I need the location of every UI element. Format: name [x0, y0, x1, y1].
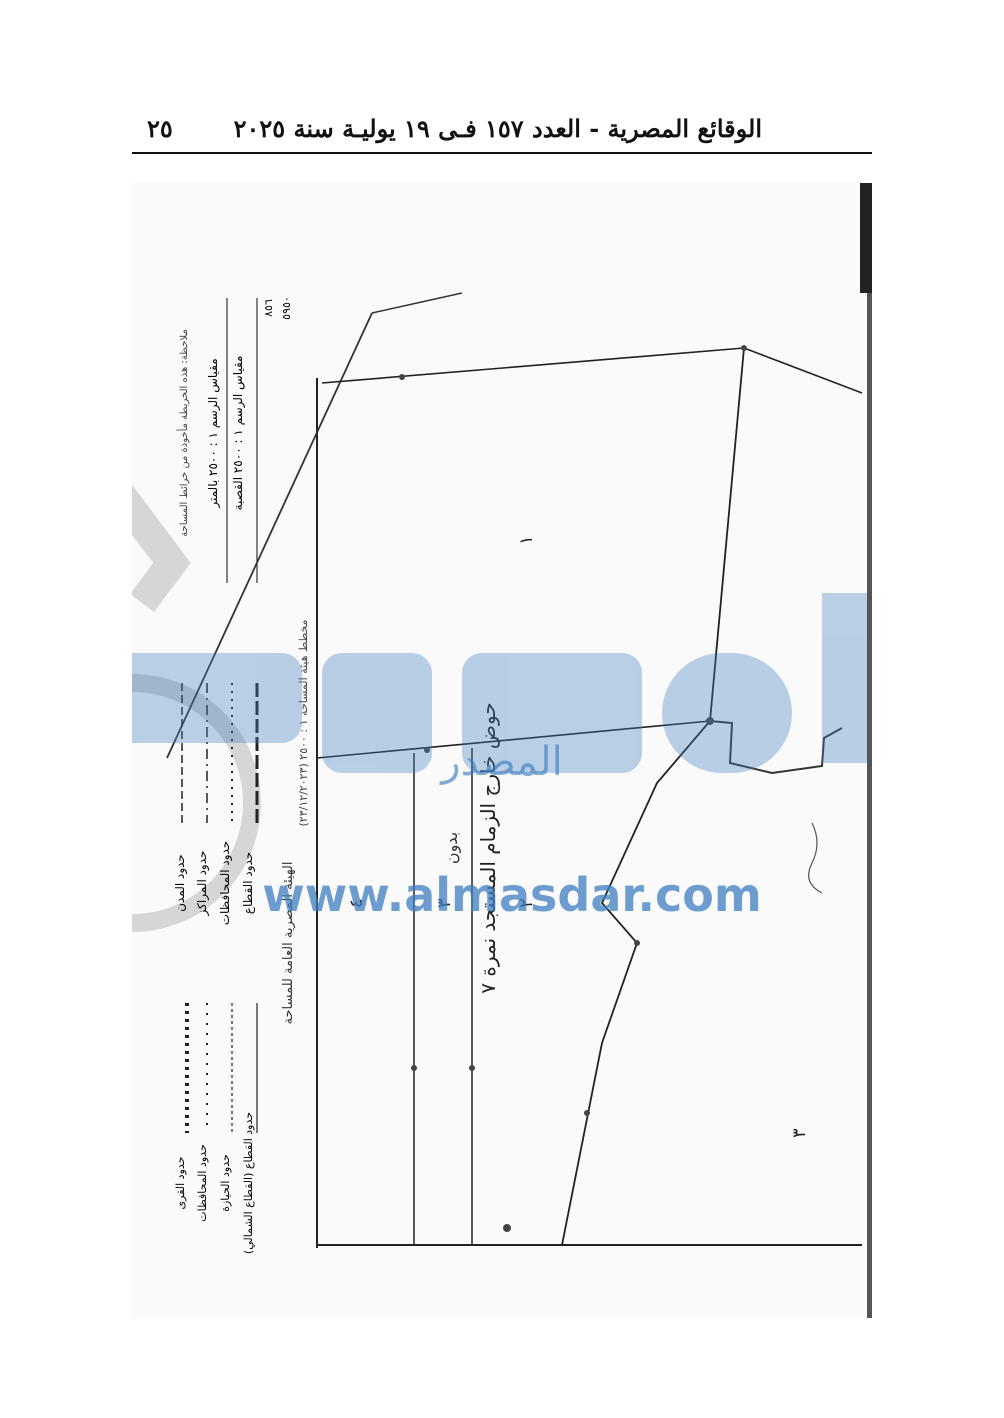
legend-title: الهيئة المصرية العامة للمساحة — [281, 862, 296, 1025]
header-title: الوقائع المصرية - العدد ١٥٧ فـى ١٩ يوليـ… — [233, 114, 762, 143]
top-boundary — [321, 347, 745, 384]
legend-right-2: حدود الحيازة — [219, 1154, 232, 1212]
legend-left-3: حدود المراكز — [195, 851, 210, 917]
handwritten-mark — [808, 822, 823, 894]
scan-edge — [860, 183, 872, 293]
area-label: بدون — [442, 832, 462, 864]
scan-edge-lower — [867, 293, 872, 1318]
page-header: الوقائع المصرية - العدد ١٥٧ فـى ١٩ يوليـ… — [132, 112, 872, 154]
map-note: ملاحظة: هذه الخريطة مأخوذة من خرائط المس… — [176, 329, 190, 537]
lower-boundary — [561, 720, 711, 1246]
diagonal-line — [166, 312, 373, 759]
legend-lines — [181, 298, 259, 1133]
legend-left-4: حدود المدن — [173, 854, 188, 912]
page-number: ٢٥ — [147, 114, 173, 143]
scale-value-1: ٨٥٦ — [262, 299, 275, 317]
emblem-watermark — [132, 484, 261, 932]
parcel-4: ٤ — [346, 898, 367, 908]
parcel-1: ١ — [516, 535, 537, 545]
main-label-group: حوض خارج الزمام المستجد نمرة ٧ — [476, 702, 500, 993]
right-boundary — [709, 347, 745, 722]
scale-value-2: ٥٩٥٠ — [280, 296, 293, 320]
parcel-2: ٢ — [516, 898, 537, 908]
survey-points — [399, 345, 747, 1232]
legend-left-1: حدود القطاع — [241, 852, 256, 914]
legend-right-3: حدود المحافظات — [196, 1144, 209, 1222]
watermark-url: www.almasdar.com — [262, 868, 762, 922]
diagonal-top — [371, 292, 463, 314]
parcel-3b: ٣ — [789, 1128, 810, 1138]
cadastral-map: حوض خارج الزمام المستجد نمرة ٧ بدون الهي… — [132, 183, 872, 1318]
scale-label-1: مقياس الرسم ١ : ٢٥٠٠ القصبة — [231, 356, 246, 511]
scale-label-2: مقياس الرسم ١ : ٢٥٠٠ بالمتر — [206, 358, 221, 508]
main-label: حوض خارج الزمام المستجد نمرة ٧ — [476, 702, 500, 993]
watermark — [132, 593, 867, 773]
top-note: مخطط هيئة المساحة ١ : ٢٥٠٠ (٢٣/١٢/٢٠٢٣) — [297, 619, 310, 826]
watermark-arabic: المصدر — [439, 739, 562, 785]
legend-left-2: حدود المحافظات — [218, 841, 233, 926]
pocket-boundary — [709, 720, 843, 775]
mid-line — [316, 720, 711, 759]
map-scan: حوض خارج الزمام المستجد نمرة ٧ بدون الهي… — [132, 183, 872, 1318]
legend-right-1: حدود القطاع (القطاع الشمالي) — [242, 1112, 255, 1254]
parcel-3: ٣ — [434, 898, 455, 908]
legend-right-4: حدود القرى — [174, 1157, 187, 1210]
top-right-boundary — [743, 347, 863, 394]
